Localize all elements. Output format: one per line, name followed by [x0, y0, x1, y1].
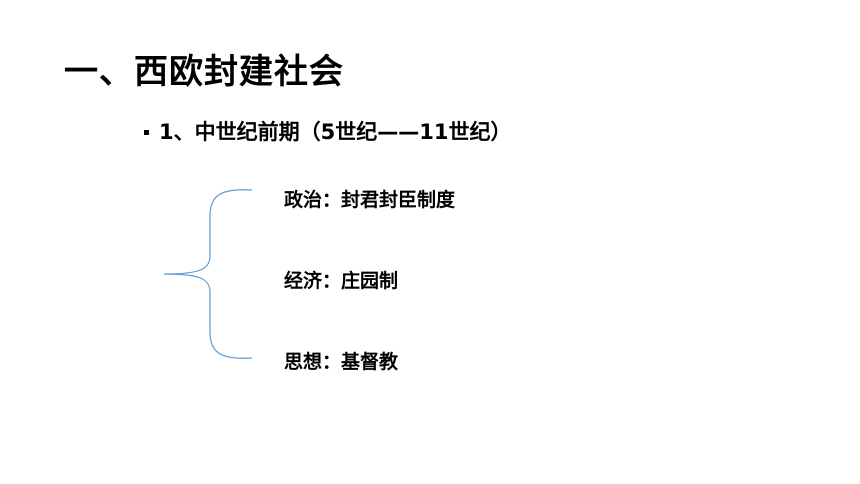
item-politics: 政治：封君封臣制度	[284, 189, 456, 211]
item-thought: 思想：基督教	[284, 351, 399, 373]
brace-path	[163, 189, 253, 359]
bullet-point: 1、中世纪前期（5世纪——11世纪）	[144, 116, 511, 146]
left-curly-brace-icon	[163, 189, 253, 359]
bullet-text: 1、中世纪前期（5世纪——11世纪）	[159, 120, 512, 144]
item-economy: 经济：庄园制	[284, 270, 399, 292]
bullet-dot-icon	[144, 129, 149, 135]
slide-title: 一、西欧封建社会	[64, 52, 344, 92]
